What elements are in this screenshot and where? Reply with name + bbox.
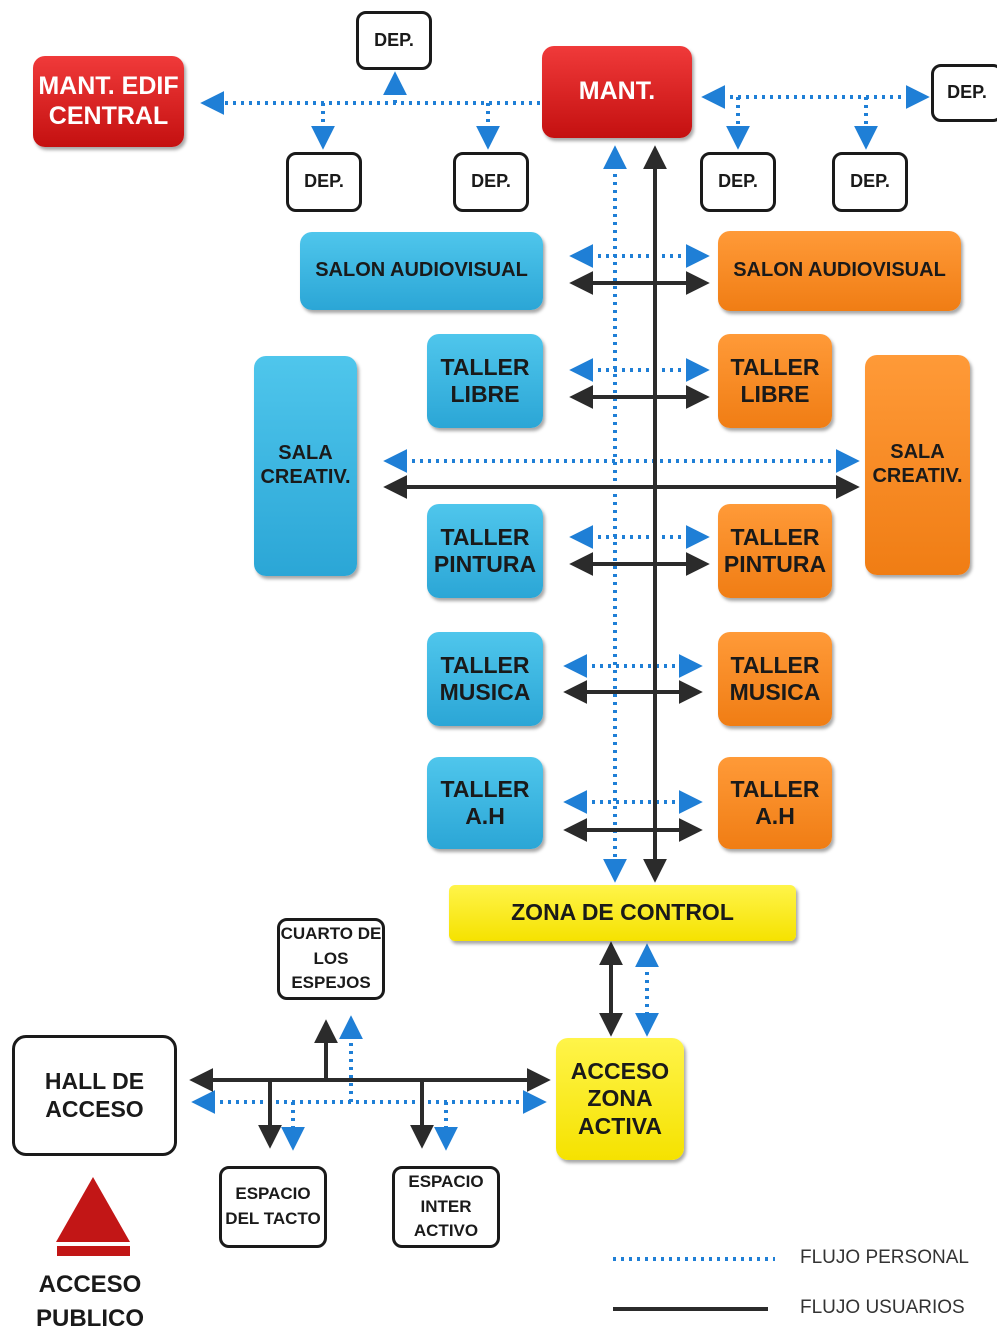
- sala-creativ-right: SALA CREATIV.: [865, 355, 970, 575]
- acceso-zona-activa-box: ACCESO ZONA ACTIVA: [556, 1038, 684, 1160]
- cuarto-de-los-espejos-box: CUARTO DE LOS ESPEJOS: [277, 918, 385, 1000]
- espacio-interactivo-box: ESPACIO INTER ACTIVO: [392, 1166, 500, 1248]
- taller-ah-left: TALLER A.H: [427, 757, 543, 849]
- espacio-del-tacto-box: ESPACIO DEL TACTO: [219, 1166, 327, 1248]
- mant-edif-central-box: MANT. EDIF CENTRAL: [33, 56, 184, 147]
- taller-musica-left: TALLER MUSICA: [427, 632, 543, 726]
- acceso-publico-label: ACCESO PUBLICO: [36, 1271, 144, 1332]
- taller-musica-right: TALLER MUSICA: [718, 632, 832, 726]
- dep-box-3: DEP.: [700, 152, 776, 212]
- legend-usuarios-label: FLUJO USUARIOS: [800, 1297, 965, 1318]
- dep-box-1: DEP.: [286, 152, 362, 212]
- taller-libre-left: TALLER LIBRE: [427, 334, 543, 428]
- dep-box-2: DEP.: [453, 152, 529, 212]
- taller-pintura-right: TALLER PINTURA: [718, 504, 832, 598]
- hall-de-acceso-box: HALL DE ACCESO: [12, 1035, 177, 1156]
- mant-box: MANT.: [542, 46, 692, 138]
- salon-audiovisual-right: SALON AUDIOVISUAL: [718, 231, 961, 311]
- access-triangle-icon: [56, 1177, 130, 1256]
- dep-box-right: DEP.: [931, 64, 997, 122]
- taller-pintura-left: TALLER PINTURA: [427, 504, 543, 598]
- dep-box-top: DEP.: [356, 11, 432, 70]
- taller-libre-right: TALLER LIBRE: [718, 334, 832, 428]
- taller-ah-right: TALLER A.H: [718, 757, 832, 849]
- zona-de-control-box: ZONA DE CONTROL: [449, 885, 796, 941]
- legend-personal-label: FLUJO PERSONAL: [800, 1247, 969, 1268]
- sala-creativ-left: SALA CREATIV.: [254, 356, 357, 576]
- salon-audiovisual-left: SALON AUDIOVISUAL: [300, 232, 543, 310]
- dep-box-4: DEP.: [832, 152, 908, 212]
